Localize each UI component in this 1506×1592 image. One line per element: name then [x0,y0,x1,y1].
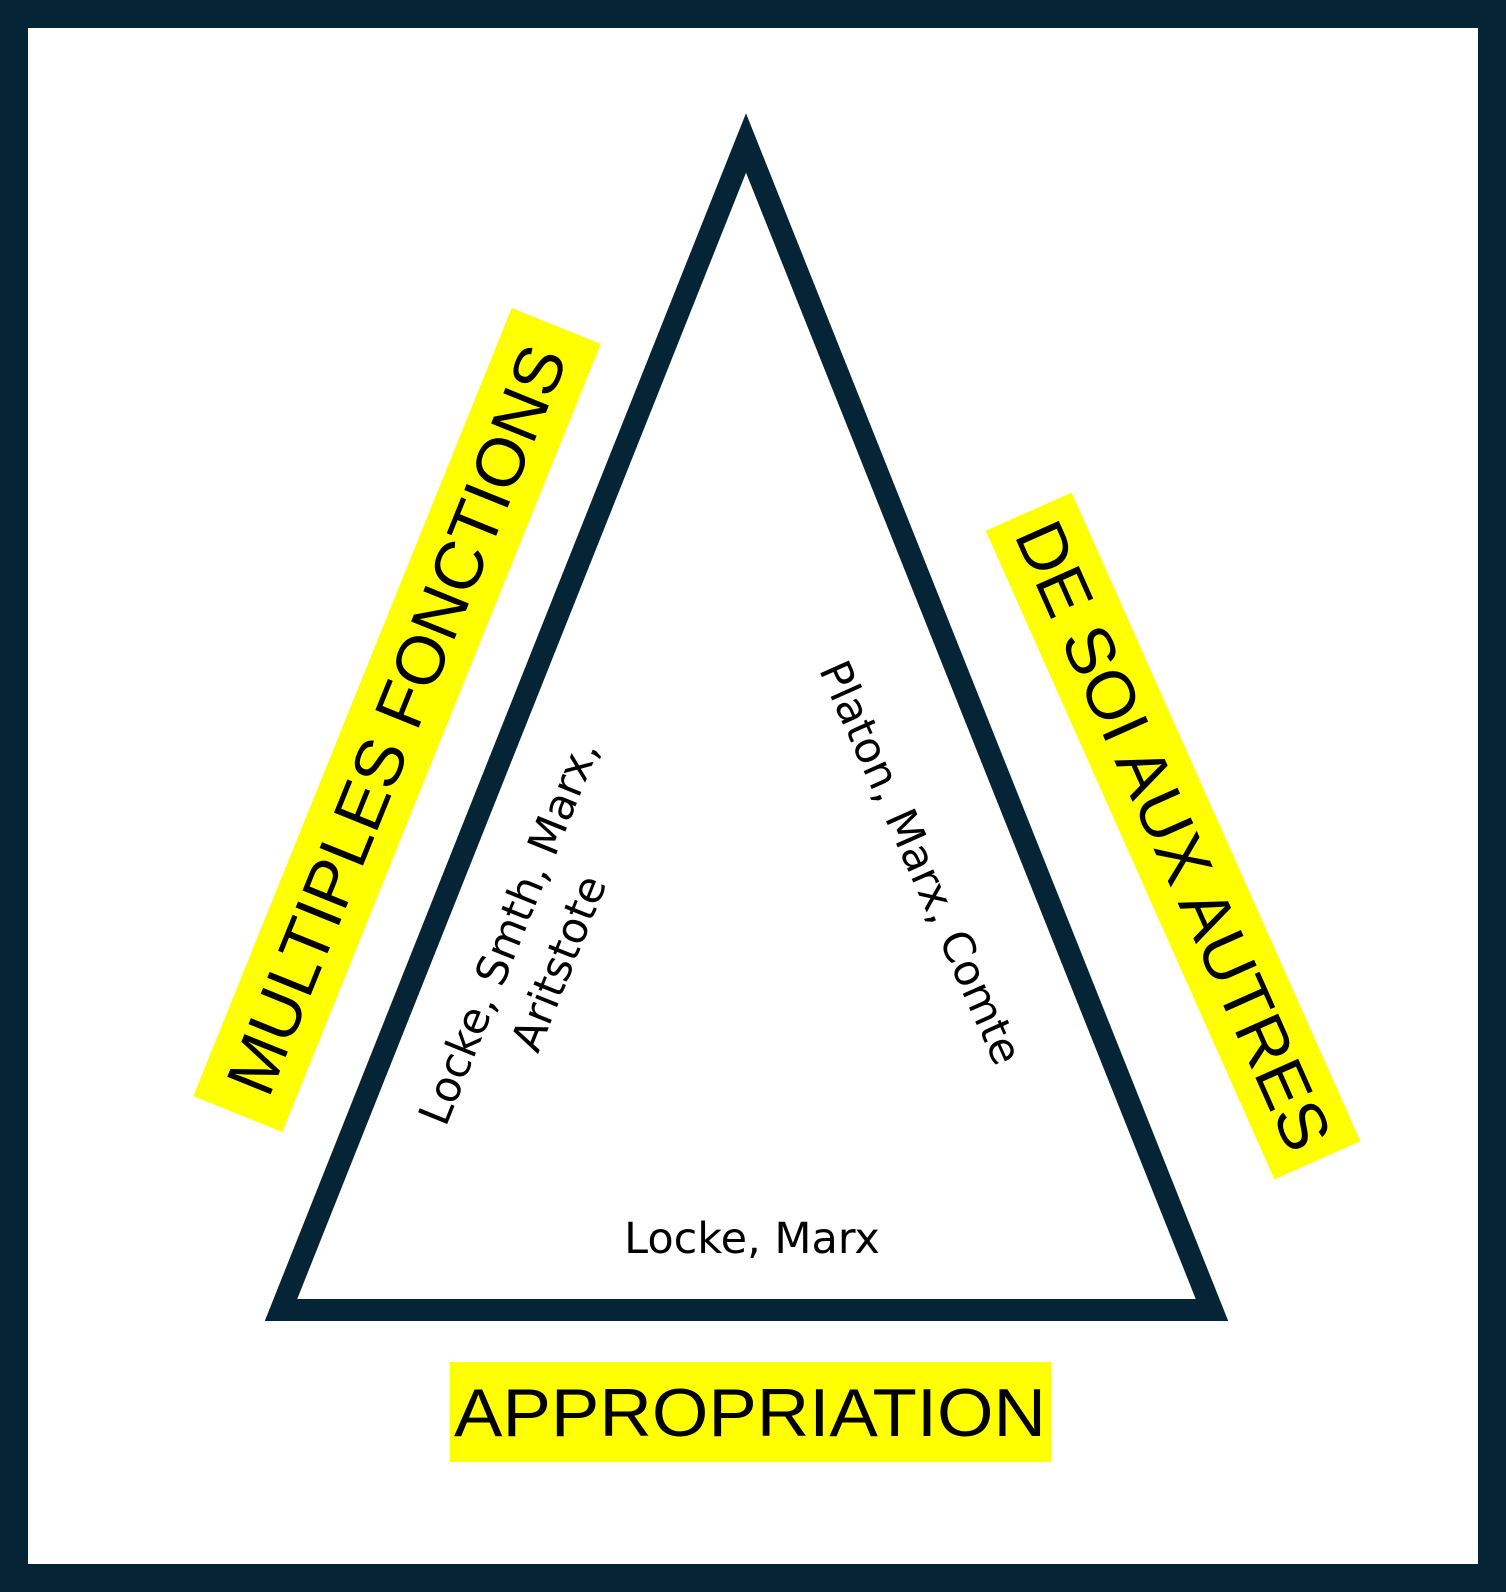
right-side-label: DE SOI AUX AUTRES [1000,510,1346,1162]
bottom-label-group: APPROPRIATION [450,1362,1051,1462]
inner-right-text: Platon, Marx, Comte [808,654,1031,1073]
left-side-highlight [193,307,601,1133]
triangle-shape [264,113,1229,1321]
bottom-label: APPROPRIATION [454,1375,1046,1451]
inner-bottom-text: Locke, Marx [624,1214,880,1264]
inner-right-text-group: Platon, Marx, Comte [808,654,1031,1073]
bottom-highlight [450,1362,1051,1462]
right-side-label-group: DE SOI AUX AUTRES [985,492,1361,1180]
right-side-highlight [985,492,1361,1180]
inner-left-text-group: Locke, Smth, Marx, Aritstote [409,733,617,1132]
